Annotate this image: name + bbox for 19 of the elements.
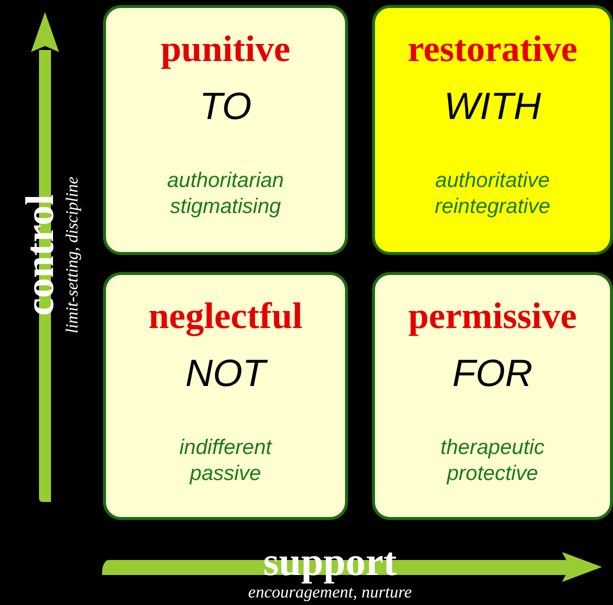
quadrant-keyword: TO — [199, 86, 252, 128]
quadrant-keyword: NOT — [185, 354, 266, 396]
quadrant-description: authoritarian stigmatising — [166, 168, 285, 219]
axis-title: control — [20, 194, 60, 316]
quadrant-heading: neglectful — [148, 297, 303, 338]
quadrant-description: indifferent passive — [178, 435, 274, 486]
quadrant-heading: permissive — [408, 297, 577, 338]
quadrant-box — [372, 272, 613, 520]
quadrant-heading: restorative — [408, 30, 578, 71]
quadrant-box — [372, 5, 613, 255]
axis-subtitle: limit-setting, discipline — [64, 176, 80, 334]
quadrant-box — [103, 5, 348, 255]
quadrant-box — [103, 272, 348, 520]
quadrant-heading: punitive — [160, 30, 290, 71]
quadrant-description: authoritative reintegrative — [434, 168, 552, 219]
quadrant-description: therapeutic protective — [440, 435, 546, 486]
quadrant-keyword: WITH — [444, 86, 542, 128]
axis-subtitle: encouragement, nurture — [248, 584, 412, 600]
quadrant-keyword: FOR — [452, 354, 533, 396]
